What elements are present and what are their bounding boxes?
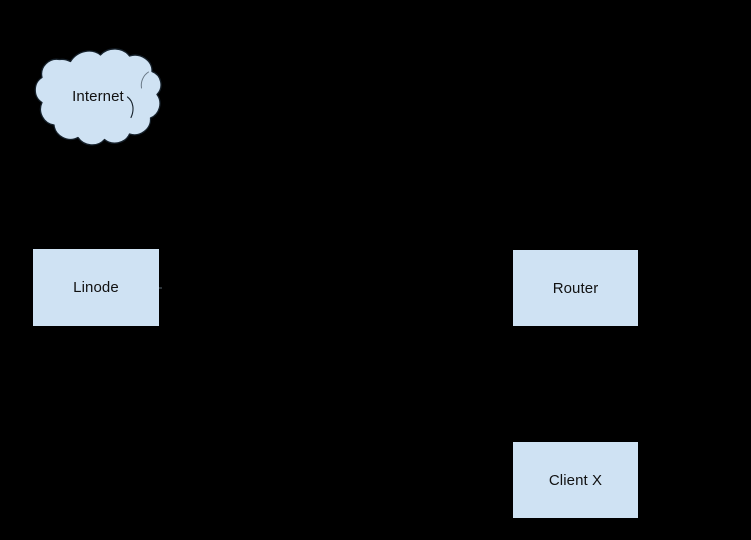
- node-client-x-label: Client X: [548, 471, 603, 489]
- linode-port-stub: [159, 287, 162, 289]
- node-router-label: Router: [552, 279, 599, 297]
- node-client-x[interactable]: Client X: [512, 441, 639, 519]
- cloud-icon: [34, 48, 162, 146]
- node-linode[interactable]: Linode: [32, 248, 160, 327]
- node-router[interactable]: Router: [512, 249, 639, 327]
- node-internet[interactable]: Internet: [30, 44, 164, 149]
- node-linode-label: Linode: [73, 279, 119, 296]
- connector-internet-to-router: [160, 95, 576, 248]
